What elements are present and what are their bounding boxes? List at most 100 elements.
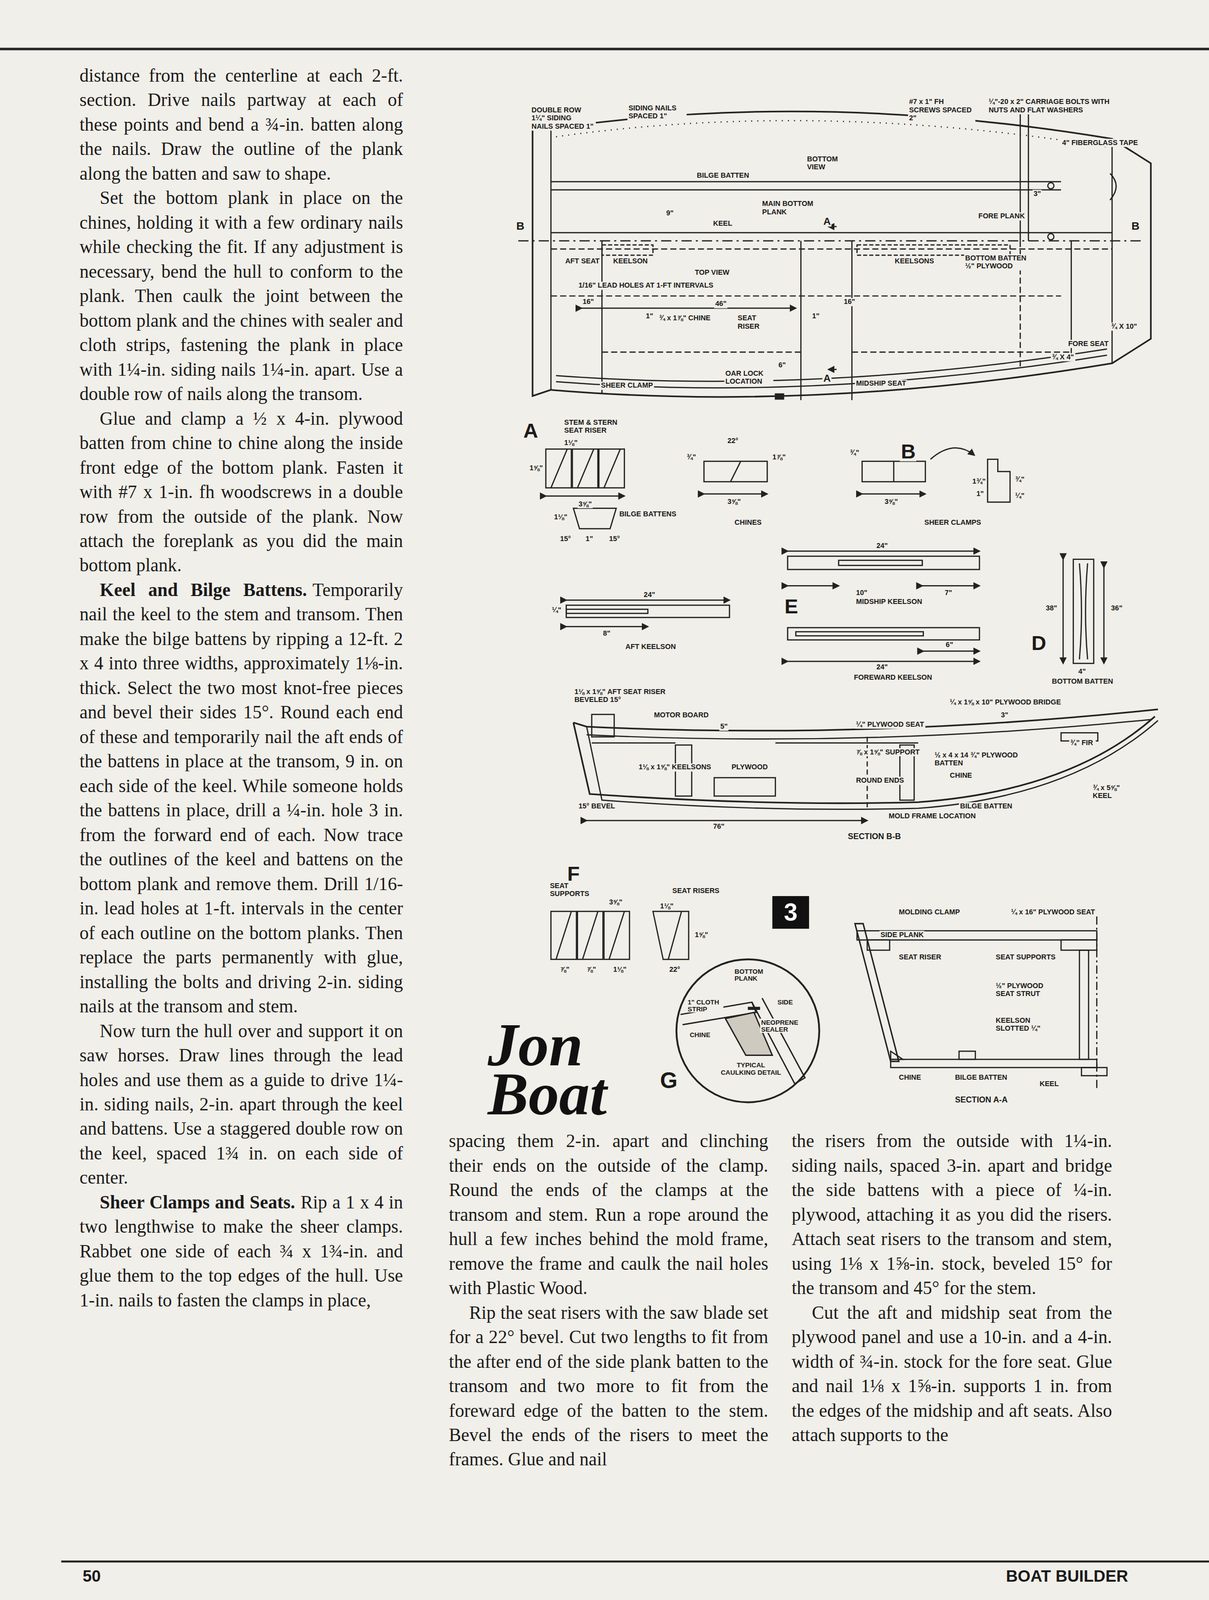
callout-label: 24"	[875, 663, 889, 672]
callout-label: ¾"	[1014, 475, 1026, 484]
callout-label: BILGE BATTENS	[618, 510, 678, 519]
body-text: Glue and clamp a ½ x 4-in. plywood batte…	[79, 408, 404, 576]
callout-label: PLYWOOD	[730, 763, 769, 772]
callout-label: 1"	[584, 534, 594, 543]
callout-label: ⅞ x 1⅝" SUPPORT	[855, 747, 921, 757]
callout-label: 22°	[726, 436, 740, 445]
paragraph: Set the bottom plank in place on the chi…	[79, 185, 404, 406]
callout-label: KEELSONS	[893, 257, 936, 266]
callout-label: ½" PLYWOOD SEAT STRUT	[994, 981, 1057, 998]
callout-label: #7 x 1" FH SCREWS SPACED 2"	[908, 97, 976, 123]
callout-label: MIDSHIP KEELSON	[855, 597, 924, 607]
callout-label: ⅞"	[585, 965, 597, 974]
callout-label: FOREWARD KEELSON	[852, 673, 933, 682]
callout-label: ROUND ENDS	[855, 776, 906, 785]
callout-label: 3"	[1032, 189, 1042, 198]
callout-label: 1¾"	[971, 477, 987, 486]
callout-label: ¾"	[848, 448, 861, 458]
callout-label: ¾ X 4"	[1050, 352, 1075, 362]
callout-label: 24"	[642, 590, 657, 600]
callout-label: FORE PLANK	[977, 212, 1026, 221]
callout-label: A	[822, 216, 832, 227]
paragraph: Sheer Clamps and Seats.Rip a 1 x 4 in tw…	[79, 1189, 404, 1312]
callout-label: 7"	[943, 588, 954, 598]
callout-label: 3⅝"	[726, 497, 742, 507]
callout-label: 3"	[999, 711, 1010, 720]
callout-label: 1⅛"	[612, 965, 628, 974]
callout-label: SIDING NAILS SPACED 1"	[627, 103, 687, 121]
callout-label: BILGE BATTEN	[954, 1073, 1009, 1082]
callout-label: DOUBLE ROW 1¼" SIDING NAILS SPACED 1"	[530, 105, 596, 131]
detail-circle: BOTTOM PLANK1" CLOTH STRIPSIDECHINENEOPR…	[674, 957, 822, 1105]
callout-label: MOLD FRAME LOCATION	[887, 812, 977, 821]
callout-label: SECTION B-B	[846, 832, 902, 841]
callout-label: 1"	[811, 312, 821, 321]
callout-label: OAR LOCK LOCATION	[724, 369, 774, 386]
callout-label: 3⅝"	[608, 897, 624, 907]
callout-label: 46"	[714, 299, 728, 309]
callout-label: ¾"	[685, 452, 697, 462]
callout-label: SEAT RISER	[736, 314, 770, 331]
callout-label: 16"	[842, 297, 857, 307]
callout-label: 6"	[777, 361, 787, 370]
body-text: the risers from the outside with 1¼-in. …	[791, 1130, 1113, 1298]
callout-label: 3⅝"	[883, 497, 899, 507]
callout-label: G	[659, 1069, 679, 1092]
body-text: Rip the seat risers with the saw blade s…	[448, 1302, 769, 1470]
detail-label: BOTTOM PLANK	[733, 967, 777, 982]
callout-label: CHINES	[733, 518, 763, 527]
paragraph: spacing them 2-in. apart and clinching t…	[448, 1128, 769, 1300]
callout-label: ¾" FIR	[1069, 738, 1097, 748]
callout-label: SEAT RISER	[897, 953, 943, 962]
callout-label: 4"	[1077, 667, 1087, 676]
callout-label: BOTTOM BATTEN	[1050, 677, 1114, 686]
callout-label: 4" FIBERGLASS TAPE	[1061, 138, 1139, 147]
callout-label: TOP VIEW	[693, 268, 731, 277]
callout-label: B	[899, 440, 917, 462]
callout-label: D	[1030, 632, 1048, 653]
paragraph: Now turn the hull over and support it on…	[79, 1017, 404, 1190]
callout-label: 1⅛ x 1⅝" AFT SEAT RISER BEVELED 15°	[573, 687, 670, 705]
callout-label: STEM & STERN SEAT RISER	[563, 418, 629, 435]
text-column: the risers from the outside with 1¼-in. …	[791, 1128, 1113, 1447]
body-text: Temporarily nail the keel to the stem an…	[79, 579, 404, 1016]
callout-label: 9"	[665, 209, 675, 218]
callout-label: 1/16" LEAD HOLES AT 1-FT INTERVALS	[577, 281, 715, 291]
page-footer: 50	[81, 1567, 102, 1587]
callout-label: SHEER CLAMP	[599, 381, 654, 390]
callout-label: SEAT SUPPORTS	[548, 881, 597, 898]
callout-label: MOLDING CLAMP	[897, 908, 962, 917]
callout-label: ¼"-20 x 2" CARRIAGE BOLTS WITH NUTS AND …	[987, 97, 1123, 115]
run-in-heading: Keel and Bilge Battens.	[99, 579, 308, 600]
callout-label: ¼"	[550, 606, 563, 615]
detail-label: 1" CLOTH STRIP	[686, 997, 724, 1013]
callout-label: 10"	[855, 588, 869, 598]
callout-label: 38"	[1044, 603, 1059, 613]
callout-label: BILGE BATTEN	[695, 171, 751, 180]
callout-label: BOTTOM BATTEN ½" PLYWOOD	[964, 253, 1030, 271]
callout-label: FORE SEAT	[1066, 339, 1110, 349]
paragraph: Rip the seat risers with the saw blade s…	[448, 1299, 769, 1471]
paragraph: distance from the centerline at each 2-f…	[79, 63, 404, 186]
callout-label: KEELSON SLOTTED ¼"	[994, 1015, 1057, 1033]
callout-label: ¼ x 16" PLYWOOD SEAT	[1010, 908, 1097, 917]
callout-label: 5"	[719, 722, 729, 731]
callout-label: MIDSHIP SEAT	[855, 379, 908, 388]
callout-label: SEAT RISERS	[671, 886, 721, 896]
callout-label: 1"	[975, 489, 985, 499]
callout-label: ¾ x 1⅞" CHINE	[658, 314, 712, 323]
body-text: distance from the centerline at each 2-f…	[79, 65, 404, 184]
callout-label: 1⅝"	[528, 464, 544, 473]
body-text: spacing them 2-in. apart and clinching t…	[448, 1130, 769, 1298]
callout-label: 16"	[581, 297, 595, 307]
callout-label: 8"	[601, 629, 612, 638]
callout-label: 15° BEVEL	[577, 801, 617, 811]
callout-label: 6"	[944, 640, 955, 650]
callout-label: B	[1130, 220, 1141, 232]
callout-label: 36"	[1110, 603, 1124, 613]
callout-label: F	[566, 863, 581, 884]
callout-label: CHINE	[948, 771, 973, 780]
callout-label: KEELSON	[612, 257, 649, 266]
callout-label: MAIN BOTTOM PLANK	[761, 199, 820, 217]
callout-label: 1⅛"	[552, 513, 569, 522]
